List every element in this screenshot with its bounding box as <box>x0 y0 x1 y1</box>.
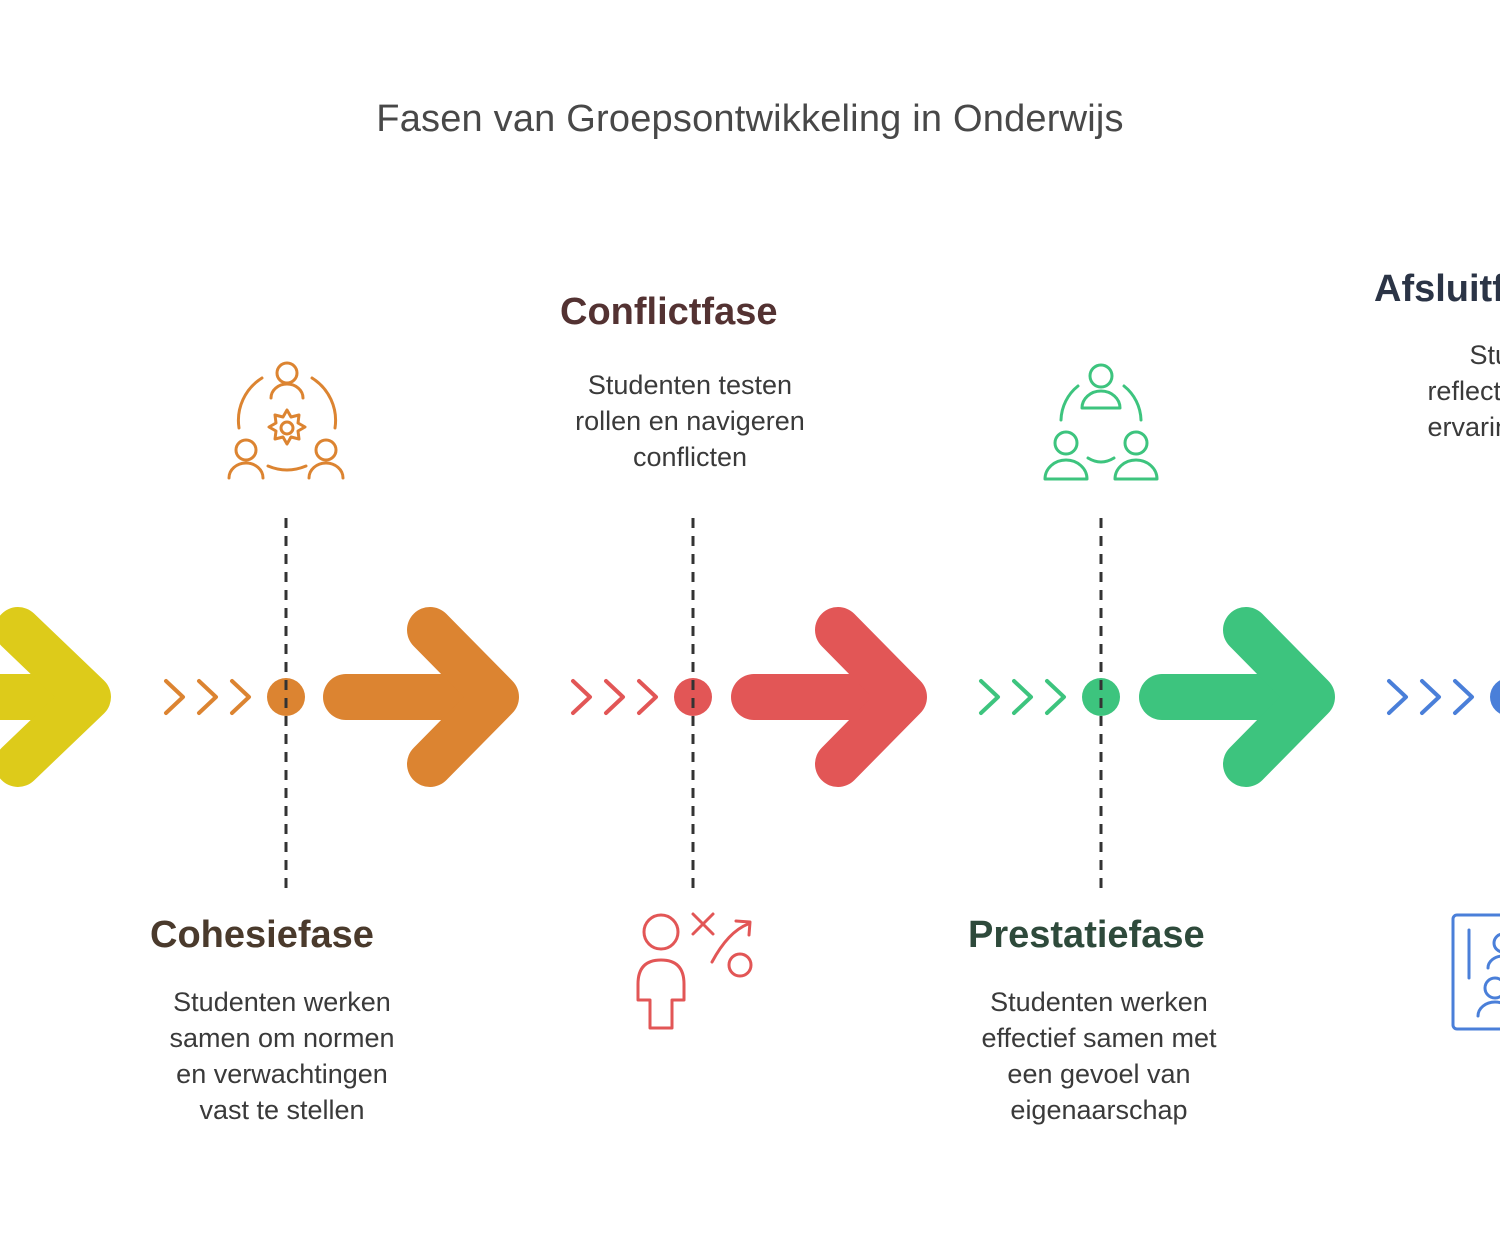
desc-line: Stude <box>1469 340 1500 370</box>
chevrons-green <box>979 679 1066 715</box>
arrow-green <box>1139 607 1335 787</box>
phase-title-conflict: Conflictfase <box>560 291 778 333</box>
desc-line: rollen en navigeren <box>575 406 805 436</box>
chevrons-blue <box>1387 679 1474 715</box>
desc-line: een gevoel van <box>1007 1059 1191 1089</box>
timeline-dot-cohesie <box>267 678 305 716</box>
desc-line: Studenten testen <box>587 370 793 400</box>
phase-desc-prestatie: Studenten werken effectief samen met een… <box>949 984 1249 1128</box>
phase-desc-conflict: Studenten testen rollen en navigeren con… <box>540 367 840 475</box>
desc-line: reflectere <box>1427 376 1500 406</box>
desc-line: effectief samen met <box>981 1023 1217 1053</box>
phase-desc-afsluit: Stude reflectere ervaringe gro <box>1360 337 1500 481</box>
desc-line: gro <box>1360 445 1500 481</box>
chevrons-orange <box>164 679 251 715</box>
arrow-orange <box>323 607 519 787</box>
phase-desc-cohesie: Studenten werken samen om normen en verw… <box>132 984 432 1128</box>
team-circle-icon <box>1043 363 1159 481</box>
desc-line: ervaringe <box>1427 412 1500 442</box>
timeline-dot-prestatie <box>1082 678 1120 716</box>
chevrons-red <box>571 679 658 715</box>
diagram-title: Fasen van Groepsontwikkeling in Onderwij… <box>376 98 1124 140</box>
arrow-yellow <box>0 607 111 787</box>
desc-line: Studenten werken <box>990 987 1208 1017</box>
desc-line: conflicten <box>632 442 748 472</box>
arrow-red <box>731 607 927 787</box>
desc-line: Studenten werken <box>173 987 391 1017</box>
timeline-dot-afsluit <box>1490 680 1500 714</box>
phase-title-cohesie: Cohesiefase <box>150 914 374 956</box>
phase-title-afsluit: Afsluitf <box>1374 268 1500 310</box>
phase-title-prestatie: Prestatiefase <box>968 914 1205 956</box>
strategy-person-icon <box>636 912 753 1030</box>
desc-line: samen om normen <box>169 1023 395 1053</box>
desc-line: eigenaarschap <box>1010 1095 1188 1125</box>
team-gear-icon <box>227 361 345 480</box>
presentation-board-icon <box>1451 913 1500 1031</box>
desc-line: vast te stellen <box>199 1095 365 1125</box>
timeline-dot-conflict <box>674 678 712 716</box>
desc-line: en verwachtingen <box>176 1059 388 1089</box>
